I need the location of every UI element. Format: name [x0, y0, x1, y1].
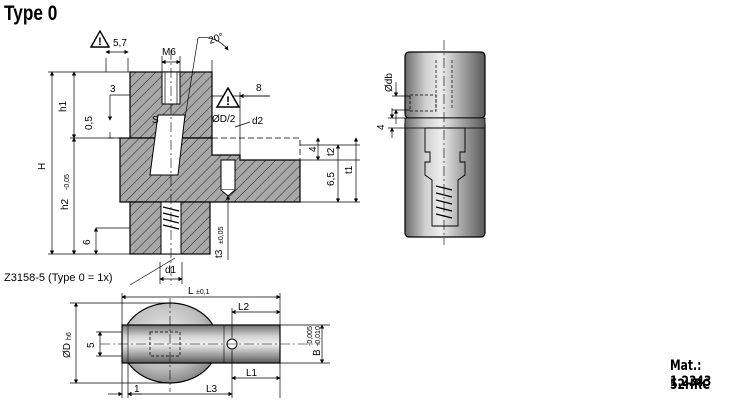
warning-icon: [215, 86, 241, 108]
dim-h2: h2: [60, 198, 71, 210]
top-view: [70, 293, 330, 398]
dim-L3: L3: [206, 384, 218, 395]
dim-t2: t2: [326, 147, 337, 156]
dim-s: S: [152, 115, 159, 126]
dim-6: 6: [82, 239, 93, 245]
dim-5-7: 5,7: [113, 38, 127, 49]
dim-B: B: [312, 349, 323, 356]
dim-L: L: [188, 286, 194, 297]
side-view: [388, 40, 486, 245]
dim-1: 1: [134, 384, 140, 395]
dim-L2: L2: [238, 302, 250, 313]
dim-B-tol1: -0,005: [307, 326, 314, 346]
dim-d2: d2: [252, 116, 264, 127]
dim-t3: t3: [214, 249, 225, 258]
dim-od2: ØD/2: [212, 114, 236, 125]
hardness-spec: 52HRC: [670, 377, 710, 393]
dim-m6: M6: [162, 47, 176, 58]
dim-t1: t1: [344, 165, 355, 174]
svg-text:!: !: [226, 94, 230, 108]
dim-8: 8: [256, 83, 262, 94]
part-caption: Z3158-5 (Type 0 = 1x): [4, 272, 113, 284]
dim-0-5: 0,5: [84, 116, 95, 130]
material-spec: Mat.: 1.2343: [670, 358, 712, 390]
dim-t3-tol: ±0,05: [218, 226, 225, 244]
dim-odb: Ødb: [384, 73, 395, 92]
dim-L1: L1: [246, 368, 258, 379]
svg-text:!: !: [98, 36, 102, 48]
dim-H: H: [37, 163, 48, 170]
front-section-view: ! !: [48, 29, 360, 286]
dim-h1: h1: [58, 100, 69, 112]
dim-B-tol2: -0,010: [315, 326, 322, 346]
dim-od: ØD: [62, 343, 73, 358]
dim-4b: 4: [376, 124, 387, 130]
dim-3: 3: [110, 84, 116, 95]
dim-4a: 4: [308, 146, 319, 152]
warning-icon: [89, 29, 111, 48]
dim-L-tol: ±0,1: [196, 289, 210, 296]
page-title: Type 0: [4, 2, 58, 25]
dim-6-5: 6,5: [326, 172, 337, 186]
dim-angle: 20°: [207, 31, 225, 47]
dim-d1: d1: [165, 265, 177, 276]
dim-h2-tol: -0,05: [64, 174, 71, 190]
dim-od-tol: h6: [66, 332, 73, 340]
dim-5: 5: [86, 342, 97, 348]
